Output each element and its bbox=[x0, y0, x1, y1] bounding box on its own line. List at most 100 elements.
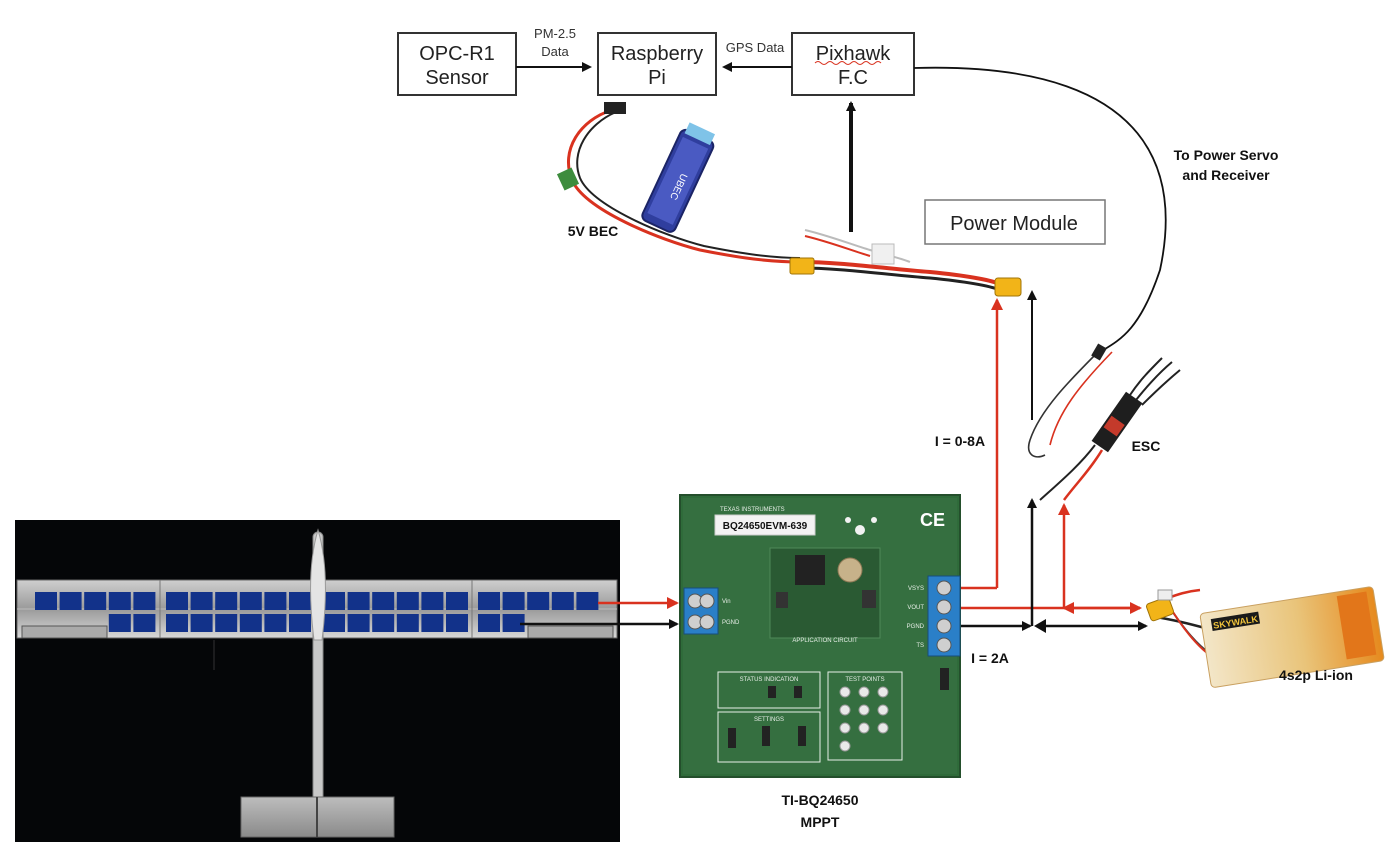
solar-cell bbox=[215, 614, 238, 632]
ce-mark: CE bbox=[920, 510, 945, 530]
glider-nose bbox=[310, 528, 326, 641]
solar-cell bbox=[446, 592, 468, 610]
terminal-vout-label: VOUT bbox=[907, 605, 924, 611]
test-point bbox=[858, 704, 870, 716]
solar-cell bbox=[576, 592, 599, 610]
spellcheck-underline bbox=[814, 61, 882, 65]
ground-junction-arrowhead bbox=[1034, 619, 1046, 633]
settings-section bbox=[717, 711, 821, 763]
solar-cell bbox=[347, 592, 370, 610]
opc-sensor-label-line2: Sensor bbox=[425, 67, 489, 89]
xt60-connector-left bbox=[789, 257, 815, 275]
solar-cell bbox=[190, 614, 213, 632]
current-low-label: I = 2A bbox=[971, 650, 1009, 666]
current-high-label: I = 0-8A bbox=[935, 433, 985, 449]
test-point bbox=[839, 704, 851, 716]
esc-label: ESC bbox=[1132, 438, 1161, 454]
solar-cell bbox=[421, 592, 444, 610]
solar-cell bbox=[289, 592, 311, 610]
power-module-box: Power Module bbox=[924, 199, 1106, 245]
pixhawk-label-line2: F.C bbox=[838, 67, 868, 89]
gps-data-label: GPS Data bbox=[726, 40, 785, 55]
solar-cell bbox=[502, 592, 525, 610]
servo-label-line1: To Power Servo bbox=[1174, 147, 1279, 163]
power-module-label: Power Module bbox=[950, 213, 1078, 235]
test-point bbox=[839, 686, 851, 698]
pixhawk-block: Pixhawk F.C bbox=[791, 32, 915, 96]
pcb-maker: TEXAS INSTRUMENTS bbox=[720, 507, 785, 513]
battery-label: 4s2p Li-ion bbox=[1279, 667, 1353, 683]
opc-sensor-label-line1: OPC-R1 bbox=[419, 43, 495, 65]
test-point bbox=[877, 722, 889, 734]
solar-cell bbox=[323, 614, 345, 632]
solar-cell bbox=[133, 614, 156, 632]
solar-cell bbox=[84, 592, 107, 610]
status-indication-section bbox=[717, 671, 821, 709]
solar-cell bbox=[551, 592, 574, 610]
raspberry-pi-label-line1: Raspberry bbox=[611, 43, 703, 65]
esc-module bbox=[1027, 343, 1181, 501]
status-indication-title: STATUS INDICATION bbox=[740, 677, 799, 683]
test-point bbox=[877, 686, 889, 698]
test-point bbox=[839, 740, 851, 752]
solar-cell bbox=[421, 614, 444, 632]
pm25-label-line1: PM-2.5 bbox=[534, 26, 576, 41]
solar-cell bbox=[502, 614, 525, 632]
mppt-board: TEXAS INSTRUMENTS BQ24650EVM-639 CE APPL… bbox=[679, 494, 961, 778]
solar-cell bbox=[108, 614, 131, 632]
solar-cell bbox=[347, 614, 370, 632]
raspberry-pi-block: Raspberry Pi bbox=[597, 32, 717, 96]
test-points-grid bbox=[839, 686, 889, 752]
pixhawk-label-line1: Pixhawk bbox=[816, 43, 891, 65]
app-circuit-label: APPLICATION CIRCUIT bbox=[792, 638, 858, 644]
bec-servo-connector bbox=[604, 102, 626, 114]
terminal-vsys-label: VSYS bbox=[908, 586, 924, 592]
solar-cell bbox=[372, 592, 395, 610]
bq24650-ic bbox=[795, 555, 825, 585]
inductor bbox=[837, 557, 863, 583]
solar-cell bbox=[446, 614, 468, 632]
solar-cell bbox=[289, 614, 311, 632]
bec-board: UBEC bbox=[641, 122, 716, 233]
solar-cell bbox=[396, 614, 419, 632]
solar-glider-panel bbox=[15, 520, 620, 842]
terminal-ts-label: TS bbox=[916, 643, 924, 649]
bec-module: UBEC bbox=[556, 102, 801, 264]
terminal-vin-label: Vin bbox=[722, 599, 731, 605]
input-terminal-block bbox=[683, 587, 719, 635]
solar-cell bbox=[166, 614, 188, 632]
solar-cell bbox=[372, 614, 395, 632]
battery-xt60-connector bbox=[1145, 596, 1175, 622]
solar-cell bbox=[166, 592, 188, 610]
solar-cell bbox=[215, 592, 238, 610]
terminal-pgnd2-label: PGND bbox=[907, 624, 925, 630]
test-points-title: TEST POINTS bbox=[845, 677, 884, 683]
solar-cell bbox=[478, 592, 500, 610]
solar-cell bbox=[108, 592, 131, 610]
pcb-model: BQ24650EVM-639 bbox=[723, 521, 808, 532]
jp1-jumper bbox=[940, 668, 949, 690]
bec-input-connector bbox=[556, 167, 580, 191]
test-point bbox=[858, 686, 870, 698]
solar-cell bbox=[190, 592, 213, 610]
pm25-label-line2: Data bbox=[541, 44, 569, 59]
solar-cell bbox=[59, 592, 82, 610]
solar-cell bbox=[396, 592, 419, 610]
xt60-connector-right bbox=[994, 277, 1022, 297]
mppt-label-line2: MPPT bbox=[801, 814, 840, 830]
bec-label: 5V BEC bbox=[568, 223, 619, 239]
solar-cell bbox=[264, 592, 287, 610]
power-module-pcb bbox=[871, 243, 895, 265]
solar-cell bbox=[239, 592, 262, 610]
solar-cell bbox=[323, 592, 345, 610]
test-point bbox=[877, 704, 889, 716]
pixhawk-servo-cable bbox=[913, 66, 1167, 353]
opc-sensor-block: OPC-R1 Sensor bbox=[397, 32, 517, 96]
solar-cell bbox=[239, 614, 262, 632]
terminal-pgnd-label: PGND bbox=[722, 620, 740, 626]
mppt-label-line1: TI-BQ24650 bbox=[781, 792, 858, 808]
pcb-model-label bbox=[714, 514, 816, 536]
li-ion-battery: SKYWALK bbox=[1145, 586, 1385, 688]
test-point bbox=[858, 722, 870, 734]
test-point bbox=[839, 722, 851, 734]
